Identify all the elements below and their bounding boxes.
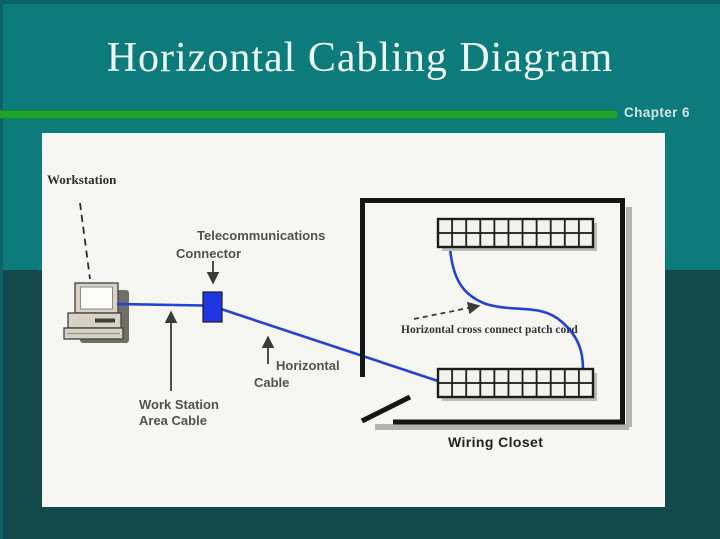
closet-shadow (375, 207, 632, 430)
workstation-area-cable (116, 302, 205, 307)
monitor-screen (80, 286, 113, 310)
patch-cord-pointer-arrow (413, 301, 481, 320)
wiring-closet-outline (360, 198, 632, 430)
patch-panel-bottom (436, 367, 597, 401)
panel-grid (436, 217, 595, 249)
workstation-area-cable-label-line2: Area Cable (139, 413, 207, 428)
horizontal-cable (220, 307, 439, 383)
workstation-area-cable-label-line1: Work Station (139, 397, 219, 412)
chapter-badge: Chapter 6 (624, 105, 690, 120)
horizontal-cable-label-line1: Horizontal (276, 358, 340, 373)
telecom-connector-block (202, 291, 223, 323)
diagram-panel: Workstation Telecommunications Connector… (42, 133, 665, 507)
cabling-diagram-graphic (63, 198, 632, 430)
workstation-icon (63, 282, 129, 343)
cross-connect-patch-cord (448, 247, 585, 370)
closet-door (360, 394, 412, 424)
workstation-label: Workstation (47, 172, 117, 187)
accent-bar (0, 110, 617, 119)
wiring-closet-label: Wiring Closet (448, 434, 544, 450)
closet-walls (362, 198, 625, 425)
page-title: Horizontal Cabling Diagram (106, 35, 614, 81)
left-edge-shade (0, 0, 3, 539)
workstation-leader-line (79, 202, 91, 280)
telecom-connector-label-line1: Telecommunications (197, 228, 326, 243)
floppy-slot (95, 318, 115, 323)
horizontal-cable-label-line2: Cable (254, 375, 290, 390)
patch-cord-label: Horizontal cross connect patch cord (401, 324, 578, 336)
telecom-connector-label-line2: Connector (176, 246, 241, 261)
panel-grid (436, 367, 595, 399)
patch-panel-top (436, 217, 597, 251)
top-edge-shade (0, 0, 720, 4)
